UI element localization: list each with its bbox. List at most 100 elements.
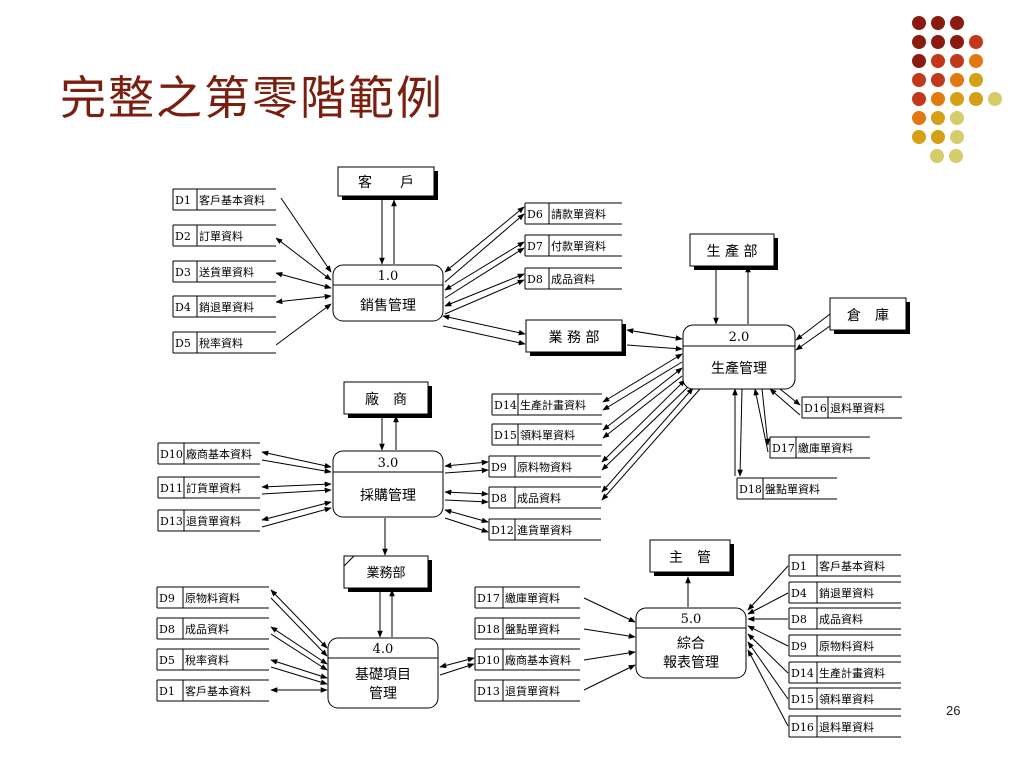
flow-arrow (261, 506, 332, 528)
flow-arrow (583, 628, 636, 639)
entity-vendor-label: 廠 商 (365, 391, 407, 408)
decorative-dot (912, 130, 926, 144)
decorative-dot (969, 35, 983, 49)
flow-arrow (275, 293, 332, 305)
flow-arrow (444, 459, 489, 469)
process-2-name: 生產管理 (711, 360, 767, 377)
data-store-name: 成品資料 (551, 272, 595, 286)
process-5-name-line2: 報表管理 (663, 655, 719, 671)
flow-arrow (444, 213, 525, 283)
data-store-name: 付款單資料 (551, 239, 606, 253)
flow-arrow (444, 517, 489, 533)
data-store-name: 原物料資料 (819, 639, 874, 653)
data-store-name: 廠商基本資料 (505, 653, 571, 667)
flow-arrow (601, 384, 691, 471)
process-3-name: 採購管理 (360, 488, 416, 504)
data-store-id: D8 (159, 623, 175, 636)
data-store-id: D4 (175, 301, 191, 314)
slide-title: 完整之第零階範例 (60, 71, 444, 125)
data-store-name: 盤點單資料 (765, 482, 820, 496)
data-store-id: D1 (159, 685, 175, 698)
data-flows (261, 196, 831, 727)
entity-supervisor: 主 管 (649, 539, 734, 576)
decorative-dot (912, 35, 926, 49)
entity-warehouse-label: 倉 庫 (847, 307, 889, 324)
data-store-name: 退貨單資料 (186, 514, 241, 528)
decorative-dot (931, 111, 945, 125)
data-store-name: 退料單資料 (830, 401, 885, 415)
process-5-number: 5.0 (681, 612, 702, 627)
data-store-id: D8 (791, 613, 807, 626)
decorative-dot (930, 149, 944, 163)
data-store-id: D6 (527, 208, 543, 221)
data-store-name: 請款單資料 (551, 207, 606, 221)
data-store-name: 盤點單資料 (505, 622, 560, 636)
data-store-name: 送貨單資料 (199, 265, 254, 279)
process-2-number: 2.0 (729, 330, 750, 345)
flow-arrow (270, 659, 328, 679)
flow-arrow (444, 241, 525, 291)
flow-arrow (270, 597, 328, 657)
decorative-dot (912, 54, 926, 68)
flow-arrow (444, 489, 489, 497)
data-store-name: 銷退單資料 (819, 586, 874, 600)
process-4-name-line1: 基礎項目 (355, 666, 411, 683)
flow-arrow (444, 206, 525, 273)
data-store-name: 成品資料 (185, 622, 229, 636)
flow-arrow (444, 498, 489, 505)
process-4-number: 4.0 (373, 642, 394, 657)
flow-arrow (270, 666, 328, 685)
data-store-id: D7 (527, 240, 543, 253)
decorative-dot (969, 54, 983, 68)
data-store-id: D5 (175, 337, 191, 350)
data-store-name: 訂單資料 (199, 229, 243, 243)
flow-arrow (601, 388, 701, 501)
data-store-id: D4 (791, 587, 807, 600)
entity-production-dept-label: 生 產 部 (707, 243, 758, 260)
data-store-id: D16 (804, 402, 827, 415)
process-1-number: 1.0 (378, 269, 399, 284)
data-store-id: D11 (160, 482, 183, 495)
process-3: 3.0 採購管理 (332, 450, 444, 518)
flow-arrow (602, 361, 683, 411)
decorative-dot (912, 111, 926, 125)
flow-arrow (747, 633, 789, 674)
entity-customer: 客 戶 (337, 166, 438, 200)
page-number: 26 (946, 703, 961, 718)
flow-arrow (275, 303, 332, 346)
flow-arrow (444, 279, 525, 315)
flow-arrow (753, 388, 769, 453)
flow-arrow (626, 328, 683, 341)
flow-arrow (261, 450, 332, 469)
decorative-dot (931, 73, 945, 87)
data-store-id: D2 (175, 230, 191, 243)
data-store-name: 繳庫單資料 (798, 441, 853, 455)
decorative-dot (912, 73, 926, 87)
flow-arrow (747, 625, 789, 647)
data-store-id: D9 (491, 461, 507, 474)
entity-sales-dept-label: 業 務 部 (549, 330, 600, 346)
data-store-d7: D7 付款單資料 (524, 234, 622, 257)
data-store-id: D18 (739, 483, 762, 496)
data-store-name: 稅率資料 (185, 653, 229, 667)
entity-warehouse: 倉 庫 (829, 297, 910, 334)
flow-arrow (261, 487, 332, 495)
data-store-id: D12 (491, 524, 514, 537)
flow-arrow (439, 656, 475, 669)
process-4-name-line2: 管理 (369, 686, 397, 702)
data-store-id: D15 (494, 429, 517, 442)
flow-arrow (270, 626, 328, 665)
data-store-name: 客戶基本資料 (185, 684, 251, 698)
flow-arrow (602, 367, 683, 431)
decorative-dot (950, 130, 964, 144)
